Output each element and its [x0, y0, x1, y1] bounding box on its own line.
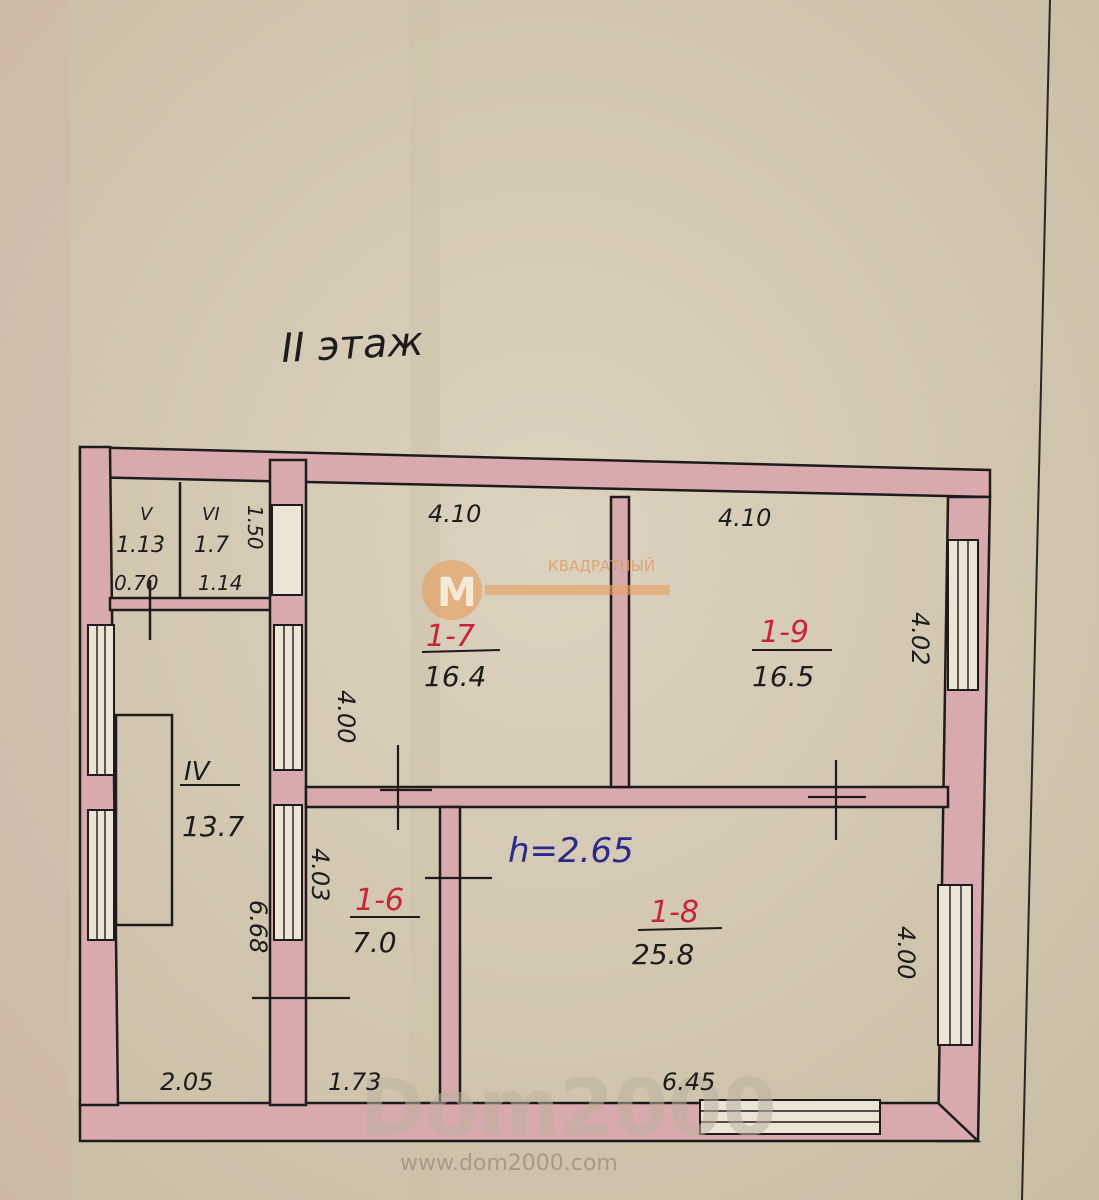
room-1-9-id: 1-9	[760, 615, 809, 650]
wall-closet-bottom	[108, 596, 274, 612]
dim-corridor-height: 6.68	[244, 900, 272, 953]
room-1-9-area: 16.5	[752, 660, 814, 693]
room-v-id: V	[140, 504, 154, 525]
closet-partitions	[148, 482, 182, 640]
room-1-7-area: 16.4	[424, 660, 486, 693]
dim-room18-height: 4.00	[892, 926, 920, 979]
corridor-stair	[114, 713, 174, 927]
dim-room17-width: 4.10	[428, 500, 481, 528]
dimension-labels: 4.10 4.10 4.00 4.02 4.03 4.00 6.68 2.05 …	[114, 500, 934, 1096]
room-1-8-id: 1-8	[650, 895, 699, 930]
room-vi-area: 1.7	[194, 533, 229, 558]
logo-key-bar	[485, 585, 670, 595]
window-closet	[271, 504, 303, 596]
window-right-lower	[937, 884, 973, 1046]
room-1-6-id: 1-6	[355, 883, 404, 918]
window-right-upper	[947, 539, 979, 691]
ceiling-height-note: h=2.65	[508, 831, 634, 871]
room-1-6-area: 7.0	[352, 926, 397, 959]
dim-room19-width: 4.10	[718, 504, 771, 532]
watermark-logo: M КВАДРАТНЫЙ	[422, 556, 670, 620]
window-bottom	[699, 1099, 881, 1135]
logo-circle	[422, 560, 482, 620]
watermark-site: www.dom2000.com	[400, 1151, 618, 1176]
window-left-lower	[87, 809, 115, 941]
logo-letter: M	[437, 570, 477, 616]
floor-title: II этаж	[280, 319, 424, 372]
right-margin-line	[1021, 0, 1051, 1200]
window-inner-upper	[273, 624, 303, 771]
room-iv-id: IV	[184, 757, 212, 787]
room-v-area: 1.13	[116, 533, 165, 558]
door-marks	[252, 745, 866, 1000]
room-1-7-id: 1-7	[426, 619, 475, 654]
dim-closet-vi-width: 1.14	[198, 571, 243, 595]
window-inner-lower	[273, 804, 303, 941]
window-glazing-lines	[96, 540, 969, 1123]
dim-room16-height: 4.03	[306, 848, 334, 901]
wall-between-16-18	[438, 805, 462, 1105]
dim-closet-v-width: 0.70	[114, 571, 159, 595]
dim-room19-height: 4.02	[906, 612, 934, 665]
dim-room16-width: 1.73	[328, 1068, 381, 1096]
dim-closet-height: 1.50	[243, 505, 267, 550]
window-left-upper	[87, 624, 115, 776]
wall-between-17-19	[609, 495, 631, 789]
paper-edge-left	[0, 0, 70, 1200]
watermark-brand: Dom2000	[360, 1064, 777, 1154]
room-labels: 1-7 16.4 1-9 16.5 1-6 7.0 1-8 25.8 IV 13…	[116, 504, 832, 971]
windows	[87, 504, 979, 1135]
room-1-8-area: 25.8	[632, 938, 694, 971]
room-vi-id: VI	[202, 504, 220, 525]
room-iv-area: 13.7	[182, 810, 245, 843]
dim-room18-width: 6.45	[662, 1068, 715, 1096]
dim-room17-height: 4.00	[332, 690, 360, 743]
logo-brand-small: КВАДРАТНЫЙ	[548, 556, 655, 575]
dim-corridor-width: 2.05	[160, 1068, 213, 1096]
